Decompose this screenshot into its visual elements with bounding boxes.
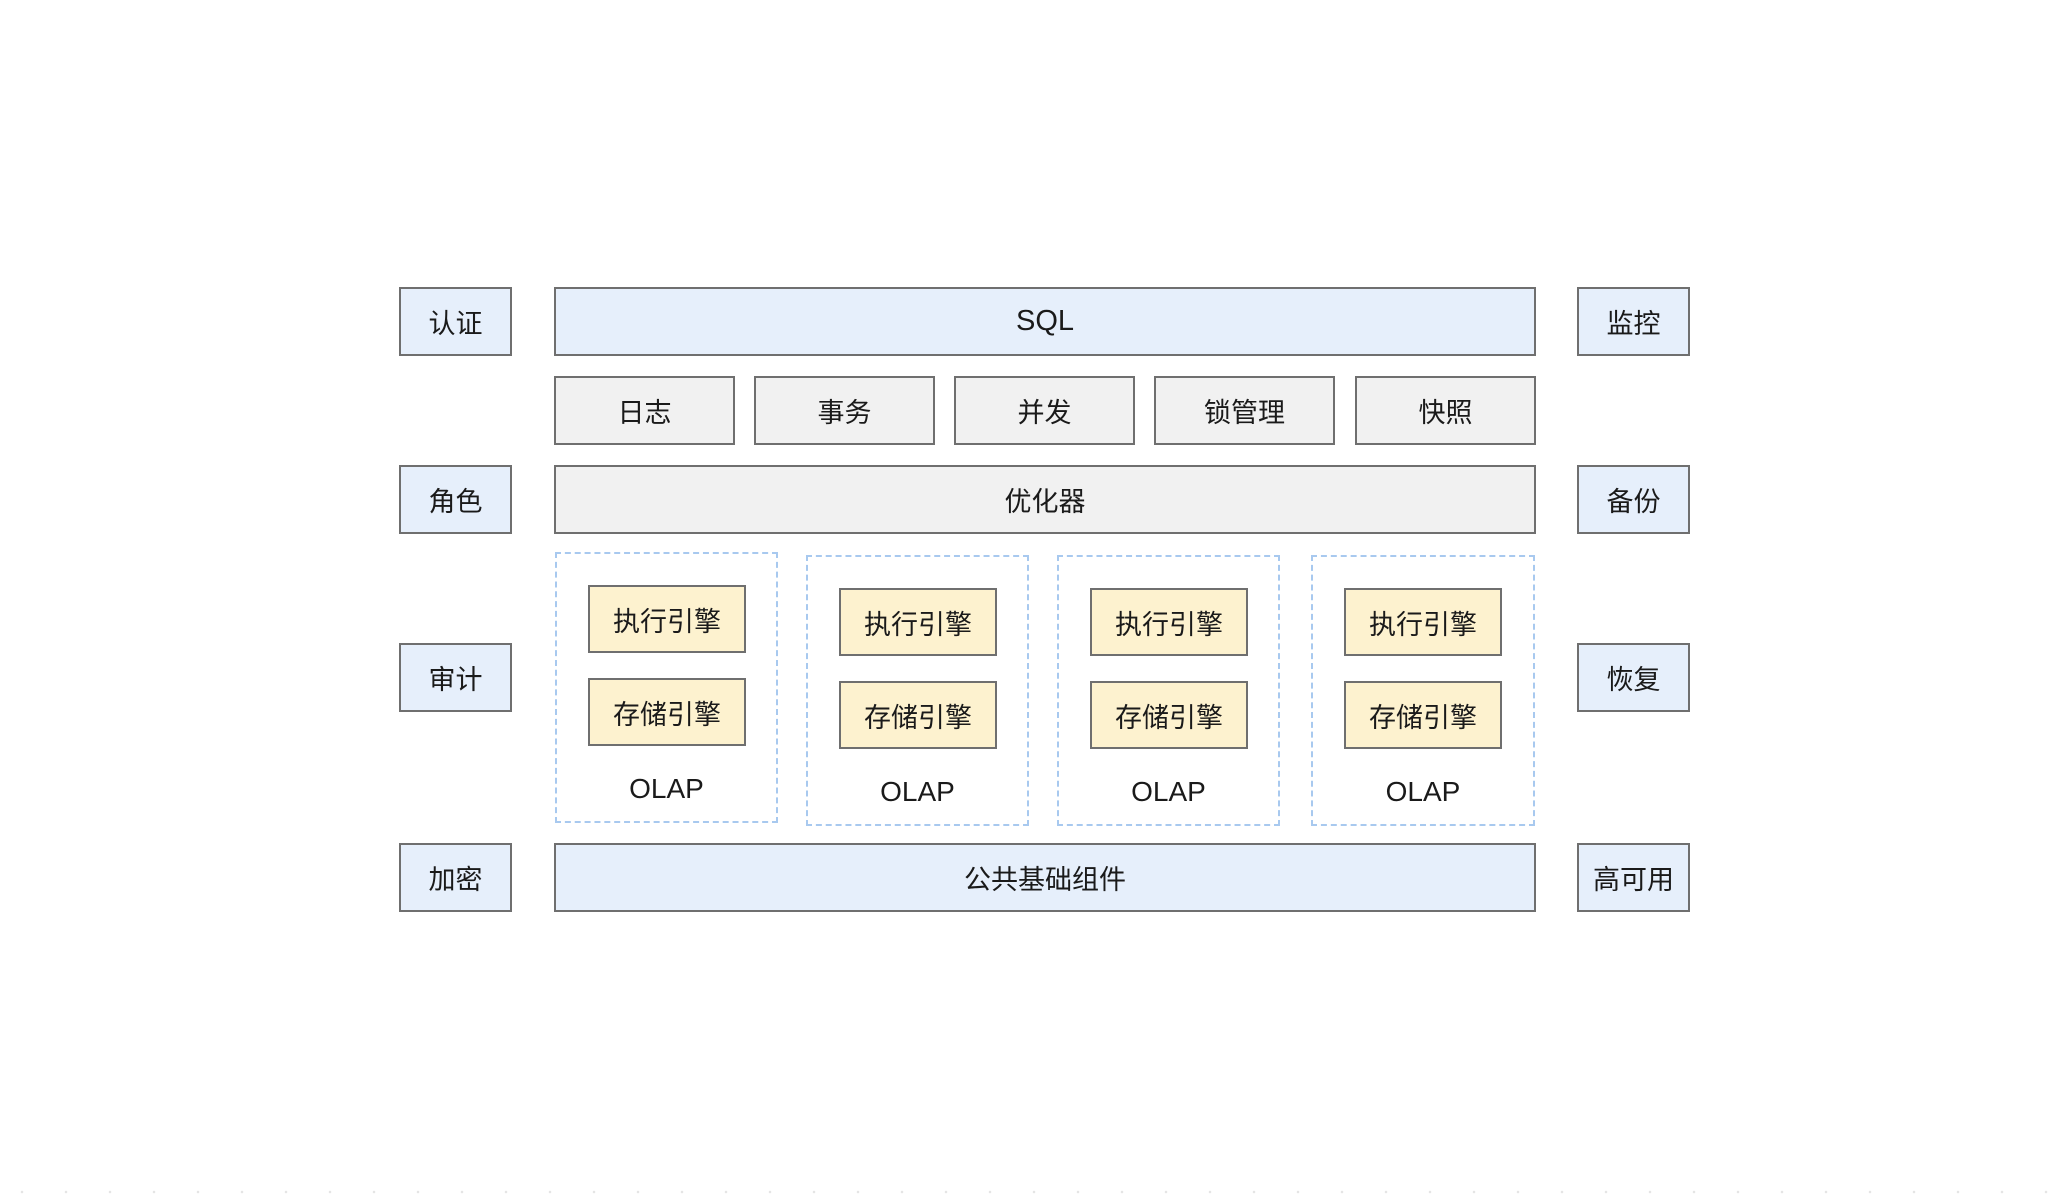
execution-engine: 执行引擎 — [588, 585, 746, 653]
storage-engine: 存储引擎 — [1344, 681, 1502, 749]
olap-label: OLAP — [1385, 776, 1461, 807]
module-snapshot: 快照 — [1355, 376, 1536, 445]
module-log: 日志 — [554, 376, 735, 445]
right-item-monitor: 监控 — [1577, 287, 1690, 356]
right-item-recovery: 恢复 — [1577, 643, 1690, 712]
execution-engine: 执行引擎 — [839, 588, 997, 656]
olap-group-3: 执行引擎 存储引擎 OLAP — [1057, 555, 1280, 826]
sql-layer: SQL — [554, 287, 1536, 356]
olap-group-1: 执行引擎 存储引擎 OLAP — [555, 552, 778, 823]
module-transaction: 事务 — [754, 376, 935, 445]
storage-engine: 存储引擎 — [1090, 681, 1248, 749]
optimizer-layer: 优化器 — [554, 465, 1536, 534]
foundation-layer: 公共基础组件 — [554, 843, 1536, 912]
dotted-divider — [0, 1190, 2054, 1194]
module-concurrency: 并发 — [954, 376, 1135, 445]
left-item-auth: 认证 — [399, 287, 512, 356]
storage-engine: 存储引擎 — [588, 678, 746, 746]
right-item-high-availability: 高可用 — [1577, 843, 1690, 912]
olap-label: OLAP — [880, 776, 955, 807]
left-item-encryption: 加密 — [399, 843, 512, 912]
right-item-backup: 备份 — [1577, 465, 1690, 534]
storage-engine: 存储引擎 — [839, 681, 997, 749]
olap-group-2: 执行引擎 存储引擎 OLAP — [806, 555, 1029, 826]
olap-label: OLAP — [1131, 776, 1206, 807]
olap-group-4: 执行引擎 存储引擎 OLAP — [1311, 555, 1535, 826]
execution-engine: 执行引擎 — [1090, 588, 1248, 656]
left-item-audit: 审计 — [399, 643, 512, 712]
left-item-role: 角色 — [399, 465, 512, 534]
module-lock-management: 锁管理 — [1154, 376, 1335, 445]
execution-engine: 执行引擎 — [1344, 588, 1502, 656]
olap-label: OLAP — [629, 773, 704, 804]
